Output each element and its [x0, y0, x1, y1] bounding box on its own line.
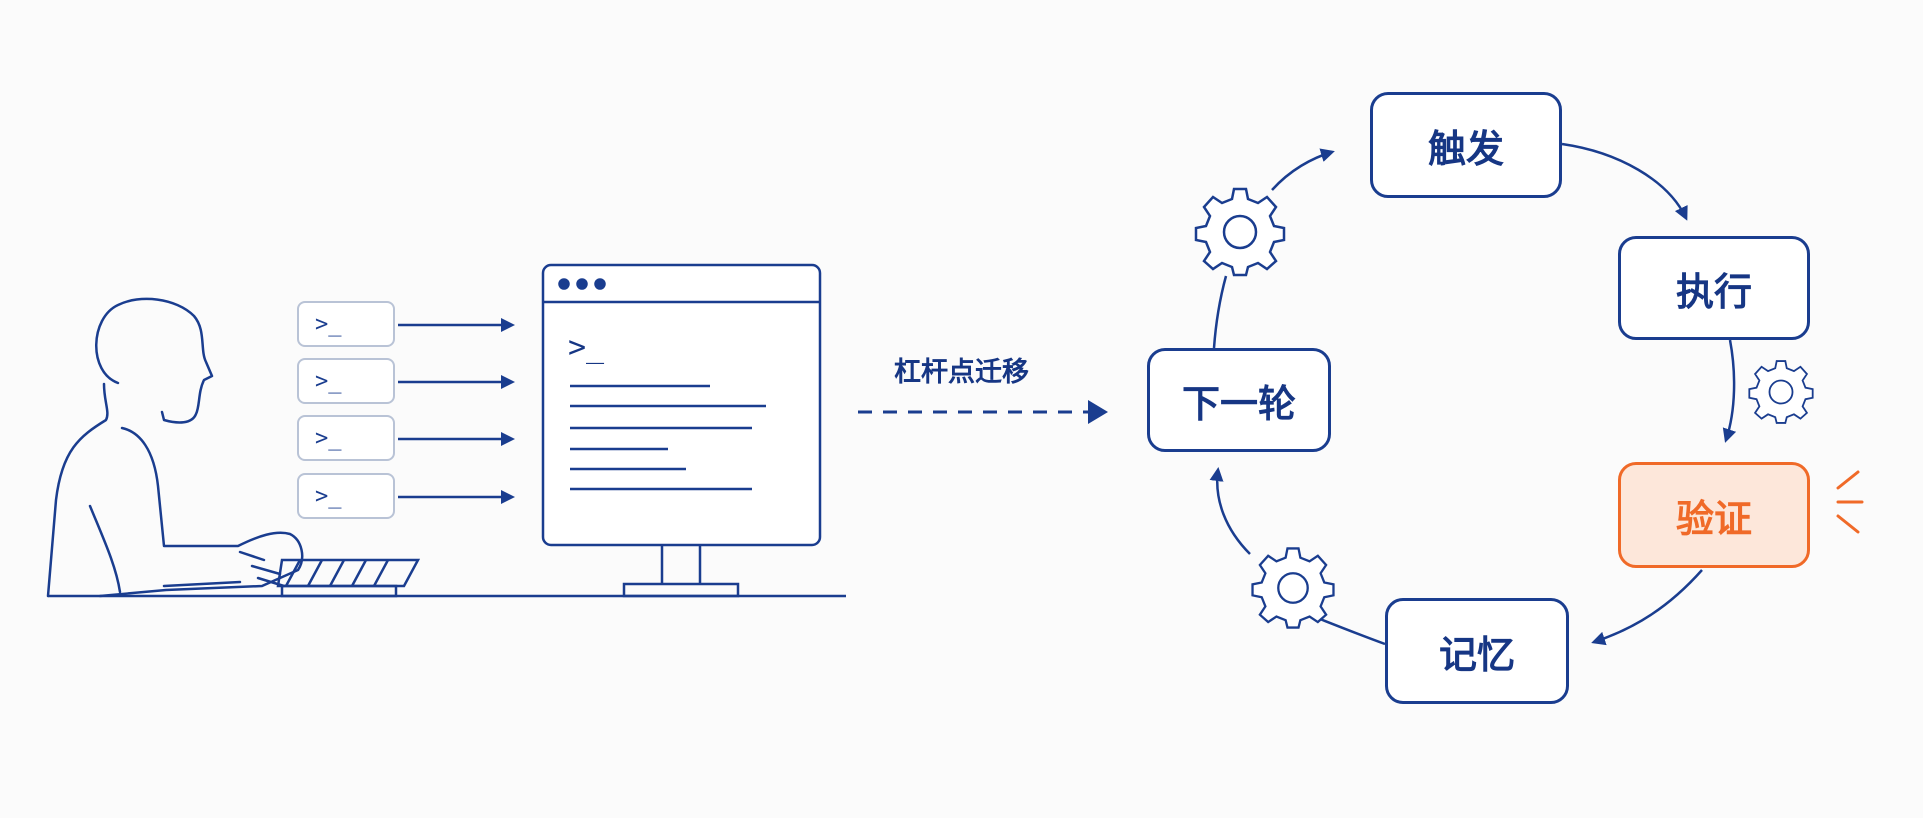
prompt-chip: >_: [297, 415, 395, 461]
node-verify: 验证: [1618, 462, 1810, 568]
node-execute: 执行: [1618, 236, 1810, 340]
prompt-chip: >_: [297, 358, 395, 404]
cycle-arrows: [1209, 142, 1737, 646]
monitor-icon: [541, 263, 822, 598]
node-trigger: 触发: [1370, 92, 1562, 198]
gear-icon: [1194, 187, 1286, 277]
node-memory: 记忆: [1385, 598, 1569, 704]
screen-prompt: >_: [568, 330, 605, 365]
transfer-label: 杠杆点迁移: [894, 357, 1029, 388]
alert-rays-icon: [1836, 470, 1864, 534]
gear-icon: [1251, 547, 1335, 629]
keyboard-icon: [276, 558, 421, 598]
prompt-chip: >_: [297, 473, 395, 519]
prompt-arrows: [398, 318, 515, 504]
prompt-chip: >_: [297, 301, 395, 347]
node-next-round: 下一轮: [1147, 348, 1331, 452]
person-icon: [46, 297, 304, 598]
transfer-arrowhead: [1088, 400, 1108, 424]
gear-icon: [1748, 360, 1814, 424]
